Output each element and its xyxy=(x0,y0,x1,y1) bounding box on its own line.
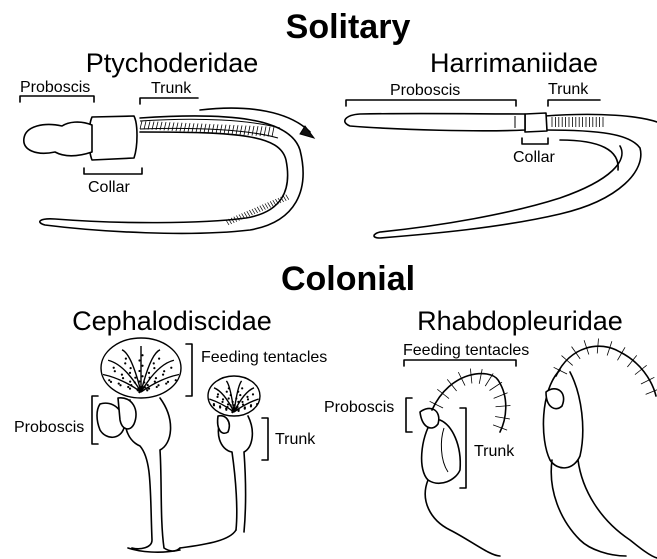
ptychoderidae-proboscis xyxy=(24,122,92,156)
rhabdopleuridae-proboscis-bracket xyxy=(406,398,412,432)
cephalodiscidae-tentacles-label: Feeding tentacles xyxy=(201,349,327,366)
rhabdopleuridae-title: Rhabdopleuridae xyxy=(417,306,623,336)
harrimaniidae-proboscis xyxy=(345,114,525,131)
ptychoderidae-collar xyxy=(89,116,137,160)
ptychoderidae-trunk-label: Trunk xyxy=(151,80,192,97)
rhabdopleuridae-trunk-label: Trunk xyxy=(474,443,515,460)
rhabdopleuridae-drawing xyxy=(420,339,657,558)
harrimaniidae-proboscis-label: Proboscis xyxy=(390,82,460,99)
ptychoderidae-collar-label: Collar xyxy=(88,179,130,196)
harrimaniidae-collar-label: Collar xyxy=(513,149,555,166)
cephalodiscidae-trunk-label: Trunk xyxy=(275,431,316,448)
harrimaniidae-collar xyxy=(525,113,547,132)
harrimaniidae-drawing xyxy=(345,113,657,238)
rhabdopleuridae-tentacles-bracket xyxy=(404,360,516,366)
harrimaniidae-collar-bracket xyxy=(522,138,548,144)
cephalodiscidae-tentacle-crown xyxy=(101,338,181,398)
rhabdopleuridae-trunk-bracket xyxy=(460,408,466,488)
rhabdopleuridae-tentacles-label: Feeding tentacles xyxy=(403,342,529,359)
ptychoderidae-proboscis-bracket xyxy=(20,96,94,102)
ptychoderidae-trunk-bracket xyxy=(140,98,198,104)
rhabdopleuridae-proboscis-label: Proboscis xyxy=(324,399,394,416)
cephalodiscidae-drawing xyxy=(97,338,260,552)
gill-ribs xyxy=(552,117,603,127)
harrimaniidae-trunk-bracket xyxy=(548,100,600,106)
ptychoderidae-drawing xyxy=(24,108,314,233)
harrimaniidae-trunk-label: Trunk xyxy=(548,81,589,98)
hepatic-region xyxy=(226,195,289,225)
cephalodiscidae-trunk-bracket xyxy=(262,418,268,460)
cephalodiscidae-proboscis-label: Proboscis xyxy=(14,419,84,436)
harrimaniidae-proboscis-bracket xyxy=(346,100,516,106)
ptychoderidae-proboscis-label: Proboscis xyxy=(20,79,90,96)
colonial-heading: Colonial xyxy=(281,260,415,298)
solitary-heading: Solitary xyxy=(286,8,411,46)
ptychoderidae-collar-bracket xyxy=(84,168,142,174)
rhabdopleuridae-proboscis-shield xyxy=(420,408,439,428)
cephalodiscidae-title: Cephalodiscidae xyxy=(72,306,272,336)
harrimaniidae-title: Harrimaniidae xyxy=(430,48,598,78)
cephalodiscidae-tentacles-bracket xyxy=(186,344,192,396)
cephalodiscidae-tentacle-crown xyxy=(208,376,260,416)
ptychoderidae-title: Ptychoderidae xyxy=(86,48,259,78)
